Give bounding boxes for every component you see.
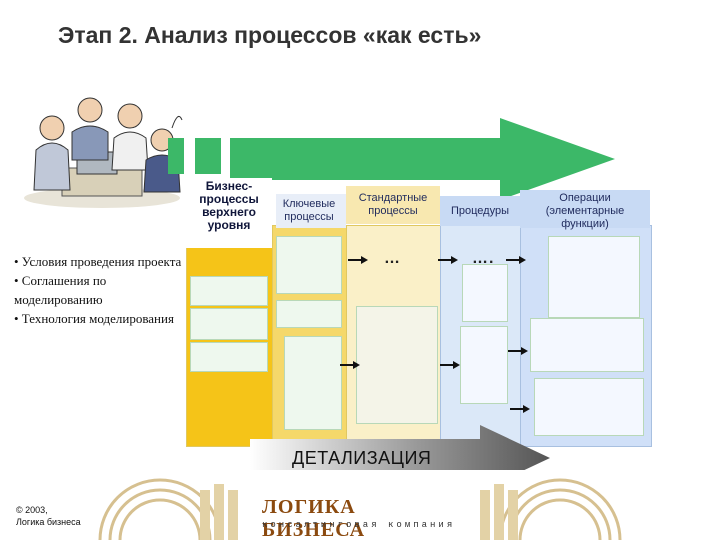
column-label-procedures: Процедуры xyxy=(450,205,509,217)
diagram-thumbnail xyxy=(460,326,508,404)
diagram-thumbnail xyxy=(190,276,268,306)
bullet-item: • Соглашения по моделированию xyxy=(14,273,107,307)
column-label-top-level: Бизнес- процессы верхнего уровня xyxy=(199,179,259,232)
flow-arrow-icon xyxy=(340,361,360,369)
column-label-standard: Стандартные процессы xyxy=(358,192,428,217)
copyright-company: Логика бизнеса xyxy=(16,517,81,527)
diagram-thumbnail xyxy=(530,318,644,372)
diagram-thumbnail xyxy=(190,342,268,372)
process-arrow xyxy=(230,118,615,200)
flow-arrow-icon xyxy=(348,256,368,264)
copyright-year: © 2003, xyxy=(16,505,48,515)
column-label-operations: Операции (элементарные функции) xyxy=(545,192,625,230)
ellipsis-procedures: …. xyxy=(472,250,495,267)
footer-copyright: © 2003, Логика бизнеса xyxy=(16,504,81,528)
diagram-thumbnail xyxy=(284,336,342,430)
business-people-illustration xyxy=(24,97,183,208)
diagram-thumbnail xyxy=(276,236,342,294)
column-header-bg xyxy=(346,186,440,224)
company-logo-title: ЛОГИКА БИЗНЕСА xyxy=(262,496,366,541)
diagram-thumbnail xyxy=(356,306,438,424)
diagram-thumbnail xyxy=(190,308,268,340)
page-title: Этап 2. Анализ процессов «как есть» xyxy=(58,22,482,48)
flow-arrow-icon xyxy=(508,347,528,355)
bullet-item: • Условия проведения проекта xyxy=(14,254,182,269)
bullet-item: • Технология моделирования xyxy=(14,311,174,326)
footer-decoration xyxy=(0,470,720,540)
column-header-bg xyxy=(186,178,272,248)
column-header-bg xyxy=(440,196,520,226)
flow-arrow-icon xyxy=(510,405,530,413)
column-label-key: Ключевые процессы xyxy=(282,198,336,223)
detail-label: ДЕТАЛИЗАЦИЯ xyxy=(292,448,432,468)
diagram-thumbnail xyxy=(462,264,508,322)
diagram-thumbnail xyxy=(534,378,644,436)
green-stripe xyxy=(195,138,221,174)
diagram-thumbnail xyxy=(548,236,640,318)
ellipsis-standard: … xyxy=(384,250,401,267)
column-header-bg xyxy=(520,190,650,228)
conditions-list: • Условия проведения проекта • Соглашени… xyxy=(14,252,189,328)
company-logo-subtitle: консалтинговая компания xyxy=(262,520,456,530)
flow-arrow-icon xyxy=(440,361,460,369)
flow-arrow-icon xyxy=(506,256,526,264)
column-header-bg xyxy=(276,194,346,228)
diagram-thumbnail xyxy=(276,300,342,328)
flow-arrow-icon xyxy=(438,256,458,264)
green-stripe xyxy=(168,138,184,174)
